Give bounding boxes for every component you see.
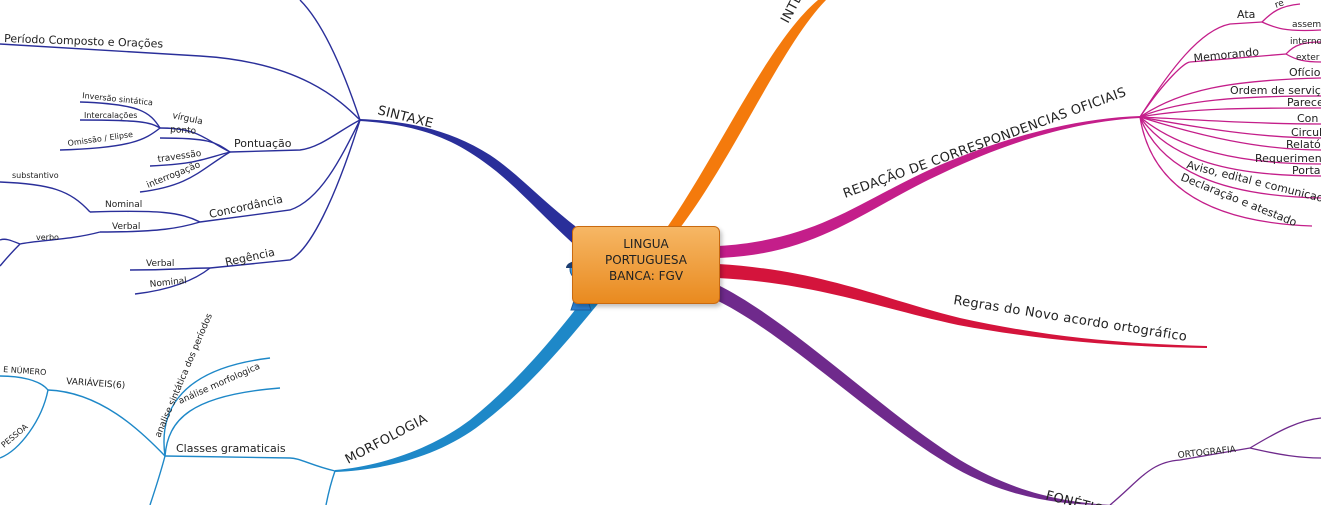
sintaxe-omissao: Omissão / Elipse bbox=[67, 130, 134, 148]
redacao-oficio: Ofício bbox=[1289, 66, 1321, 79]
branch-sintaxe-line bbox=[360, 119, 588, 248]
redacao-memo-sub1: interno bbox=[1290, 37, 1321, 47]
branch-fonetica-label: FONÉTIC bbox=[1044, 487, 1105, 505]
redacao-memorando: Memorando bbox=[1193, 45, 1260, 65]
sintaxe-connectors bbox=[0, 0, 361, 295]
sintaxe-substantivo: substantivo bbox=[12, 171, 59, 180]
branch-sintaxe-label: SINTAXE bbox=[376, 103, 435, 131]
redacao-memo-sub2: exter bbox=[1296, 53, 1320, 63]
redacao-connectors bbox=[1139, 3, 1321, 227]
sintaxe-nominal-r: Nominal bbox=[149, 276, 187, 290]
redacao-ata-sub1: re bbox=[1274, 0, 1286, 11]
branch-interpretacao-line bbox=[668, 0, 826, 228]
branch-redacao-line bbox=[718, 116, 1140, 258]
central-line-3: BANCA: FGV bbox=[608, 269, 684, 283]
redacao-ata: Ata bbox=[1237, 8, 1255, 21]
redacao-ordem: Ordem de serviço bbox=[1230, 84, 1321, 97]
branch-redacao-label: REDAÇÃO DE CORRESPONDENCIAS OFICIAIS bbox=[841, 84, 1129, 202]
morfologia-classes: Classes gramaticais bbox=[176, 442, 286, 455]
redacao-portaria: Porta bbox=[1292, 164, 1321, 177]
sintaxe-concordancia: Concordância bbox=[208, 193, 284, 221]
morfologia-variaveis: VARIÁVEIS(6) bbox=[66, 375, 126, 391]
fonetica-ortografia: ORTOGRAFIA bbox=[1177, 445, 1237, 461]
central-line-2: PORTUGUESA bbox=[605, 253, 687, 267]
sintaxe-periodo: Período Composto e Orações bbox=[4, 32, 164, 51]
sintaxe-verbal-c: Verbal bbox=[112, 222, 140, 232]
central-topic[interactable]: LINGUA PORTUGUESA BANCA: FGV bbox=[572, 226, 720, 304]
sintaxe-verbal-r: Verbal bbox=[146, 259, 174, 269]
morfologia-pessoa: PESSOA bbox=[0, 422, 30, 450]
redacao-parecer: Parece bbox=[1287, 96, 1321, 109]
redacao-relatorio: Relató bbox=[1286, 138, 1321, 151]
branch-fonetica-line bbox=[712, 284, 1115, 505]
branch-regras-line bbox=[718, 264, 1207, 348]
redacao-circular: Circul bbox=[1291, 126, 1321, 139]
morfologia-connectors bbox=[0, 357, 336, 505]
central-line-1: LINGUA bbox=[623, 237, 669, 251]
fonetica-connectors bbox=[1109, 417, 1321, 505]
branch-morfologia-label: MORFOLOGIA bbox=[343, 412, 430, 468]
redacao-con: Con bbox=[1297, 112, 1318, 125]
sintaxe-regencia: Regência bbox=[224, 246, 276, 269]
sintaxe-pontuacao: Pontuação bbox=[234, 137, 292, 150]
sintaxe-nominal-c: Nominal bbox=[105, 200, 142, 210]
redacao-requerimento: Requerimen bbox=[1255, 152, 1321, 165]
redacao-ata-sub2: assem bbox=[1292, 20, 1321, 30]
morfologia-numero: E NÚMERO bbox=[3, 363, 47, 377]
sintaxe-ponto: ponto bbox=[170, 125, 197, 137]
sintaxe-verbo: verbo bbox=[36, 233, 59, 242]
sintaxe-intercalacoes: Intercalações bbox=[84, 111, 137, 120]
